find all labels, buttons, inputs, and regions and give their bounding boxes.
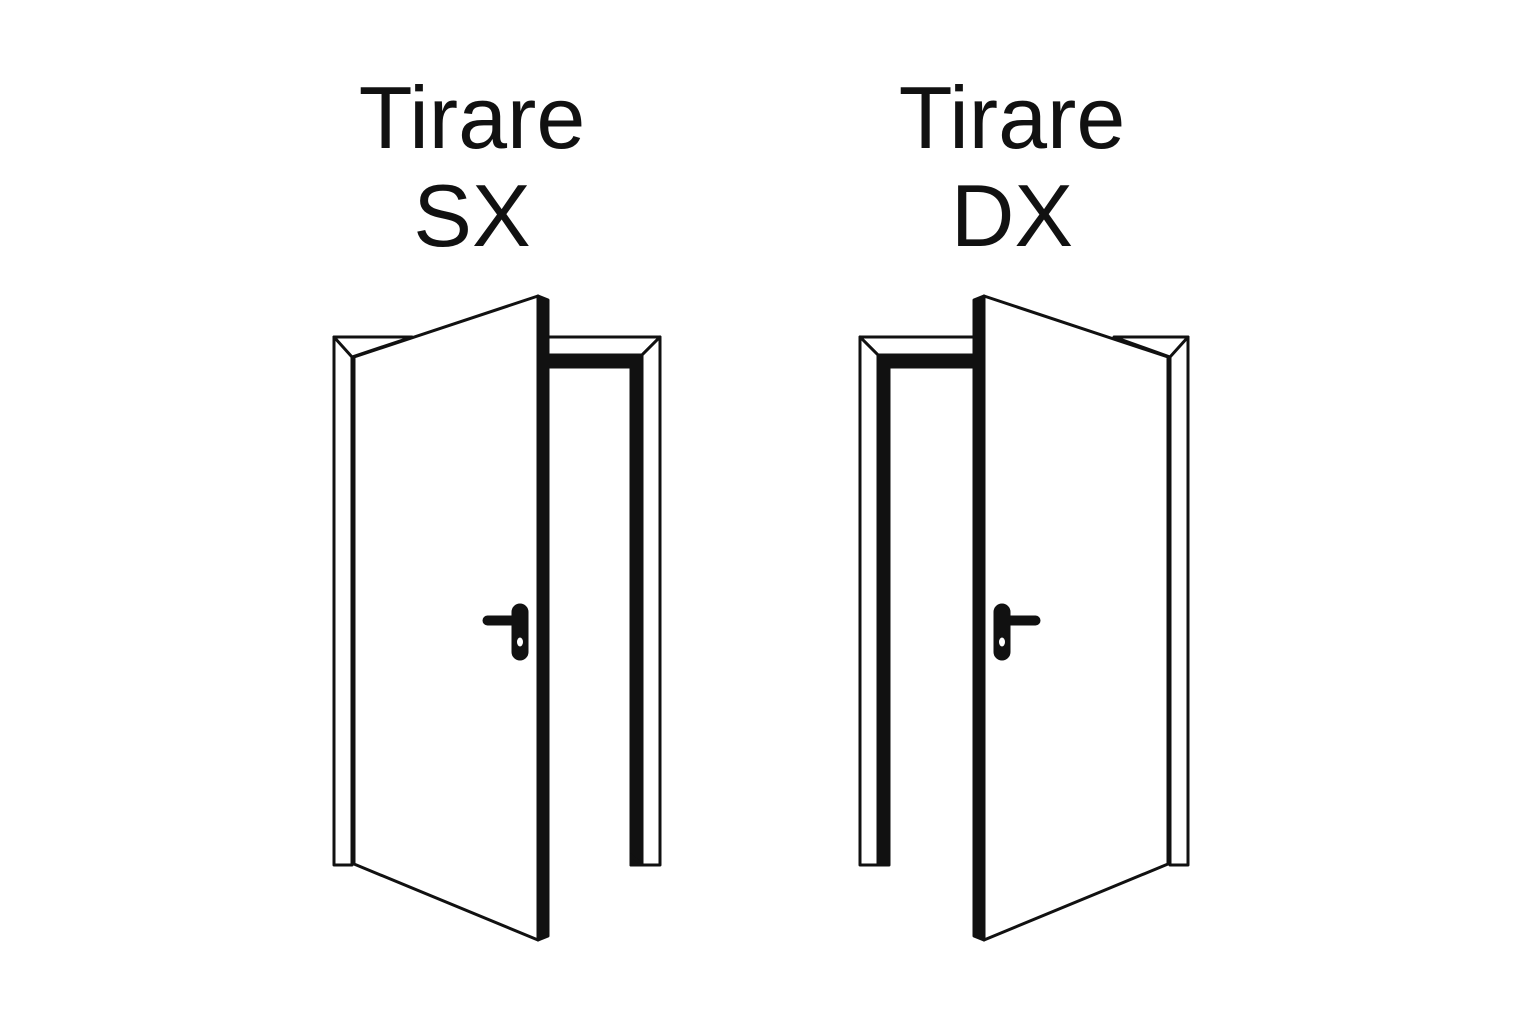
frame-header-inner — [546, 353, 644, 369]
frame-left-inner — [876, 360, 891, 867]
door-open-right-hinge-icon — [858, 294, 1190, 942]
frame-right-inner — [629, 360, 644, 867]
door-open-left-hinge-icon — [332, 294, 662, 942]
diagram-title-sx: Tirare SX — [262, 70, 682, 266]
title-line-1: Tirare — [358, 68, 586, 167]
door-edge — [972, 294, 986, 942]
door-diagram-dx: Tirare DX — [768, 0, 1536, 1024]
frame-left-jamb — [332, 335, 354, 867]
title-line-2: DX — [950, 166, 1074, 265]
title-line-2: SX — [413, 166, 531, 265]
door-diagram-sx: Tirare SX — [262, 70, 682, 942]
diagram-title-dx: Tirare DX — [802, 70, 1222, 266]
frame-left-jamb — [858, 335, 880, 867]
door-handle-icon — [482, 603, 529, 661]
door-edge — [536, 294, 550, 942]
title-line-1: Tirare — [898, 68, 1126, 167]
frame-right-jamb — [1168, 335, 1190, 867]
door-handle-icon — [993, 603, 1041, 661]
frame-right-jamb — [640, 335, 662, 867]
frame-header-inner — [876, 353, 976, 369]
